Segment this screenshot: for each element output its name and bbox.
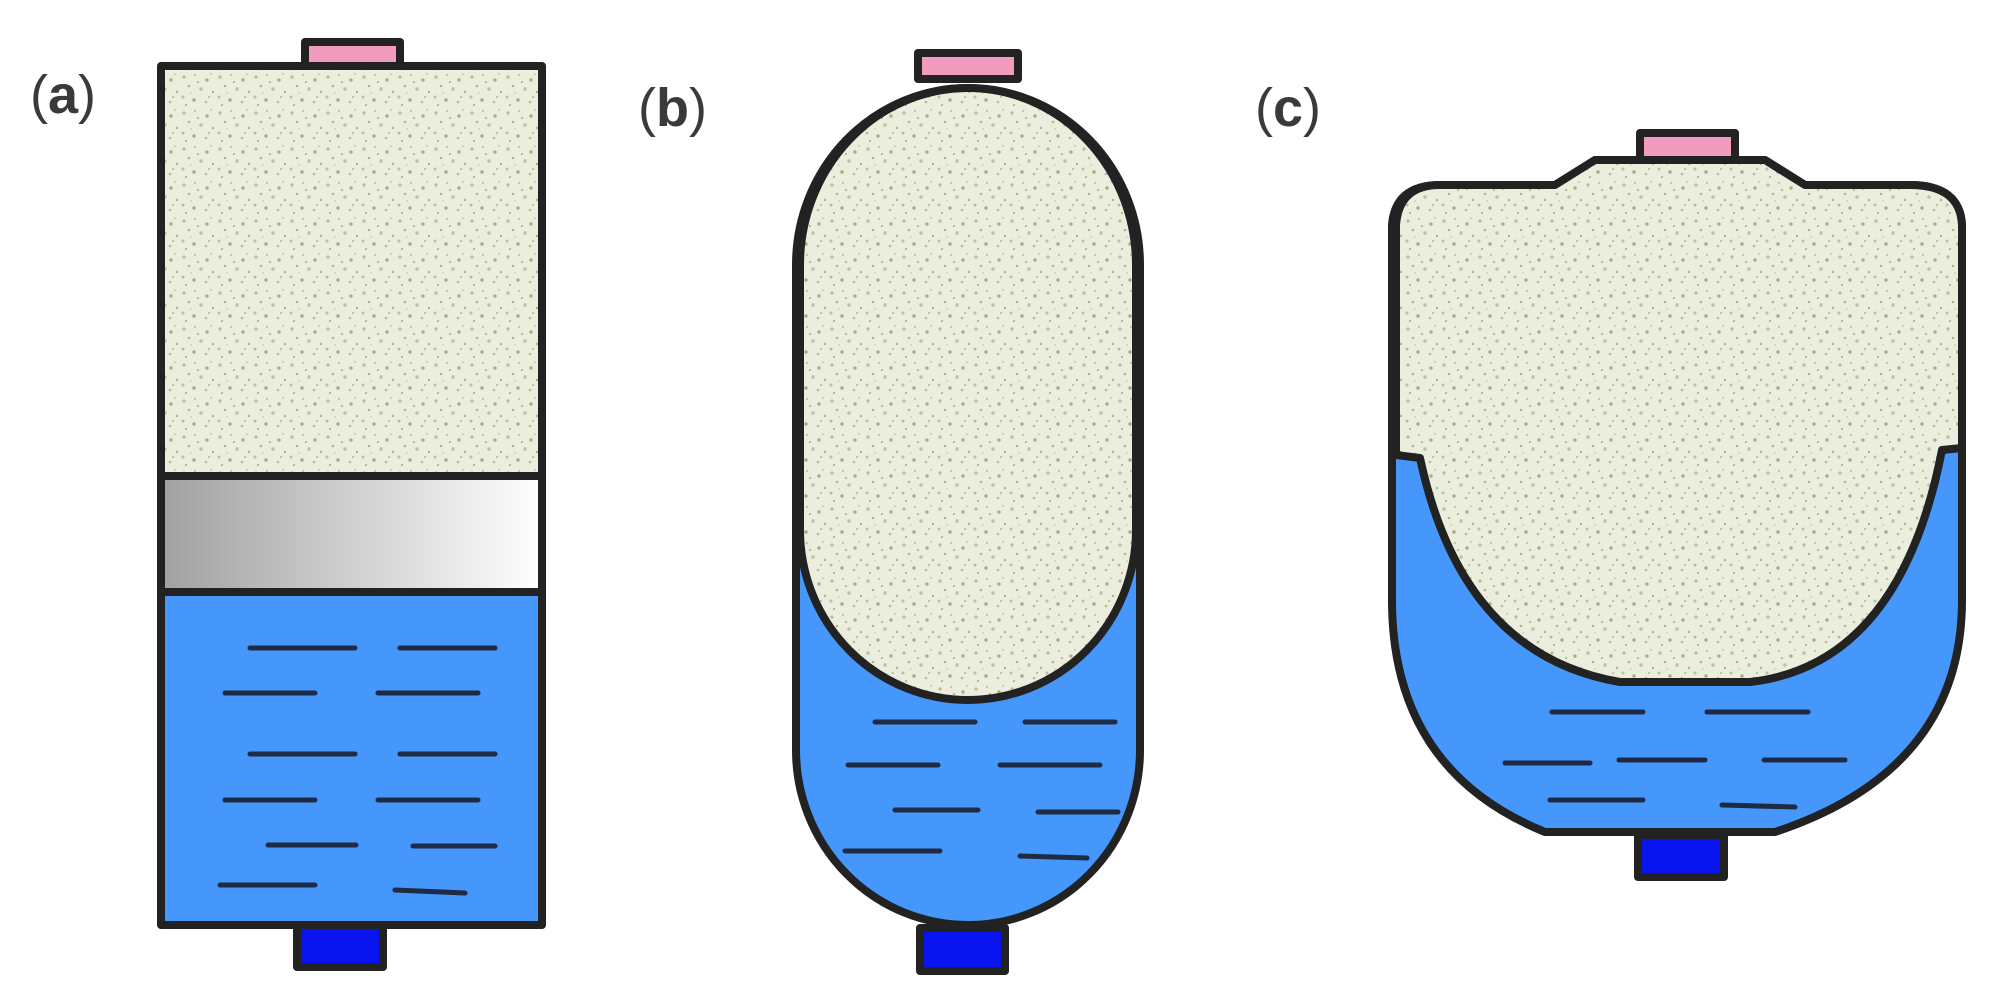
panel-a-label: (a) [30, 65, 96, 125]
liquid-port-icon [1634, 831, 1728, 881]
liquid-port-icon [916, 924, 1009, 975]
panel-b: (b) [638, 49, 1144, 975]
panel-c: (c) [1255, 78, 1966, 881]
panel-a-letter: a [48, 65, 79, 125]
panel-c-label: (c) [1255, 78, 1321, 138]
gas-chamber [157, 62, 546, 480]
liquid-lines [842, 719, 1121, 861]
piston [157, 472, 546, 596]
panel-c-letter: c [1273, 78, 1303, 138]
liquid-chamber [157, 588, 546, 929]
bladder-gas [796, 84, 1140, 704]
panel-a: (a) [30, 38, 546, 971]
liquid-port-icon [293, 921, 387, 971]
panel-b-letter: b [656, 78, 689, 138]
panel-b-label: (b) [638, 78, 707, 138]
liquid-lines [217, 645, 498, 896]
liquid-lines [1502, 709, 1848, 810]
gas-port-icon [1636, 129, 1739, 164]
diaphragm-gas [1392, 156, 1966, 686]
gas-port-icon [914, 49, 1022, 83]
